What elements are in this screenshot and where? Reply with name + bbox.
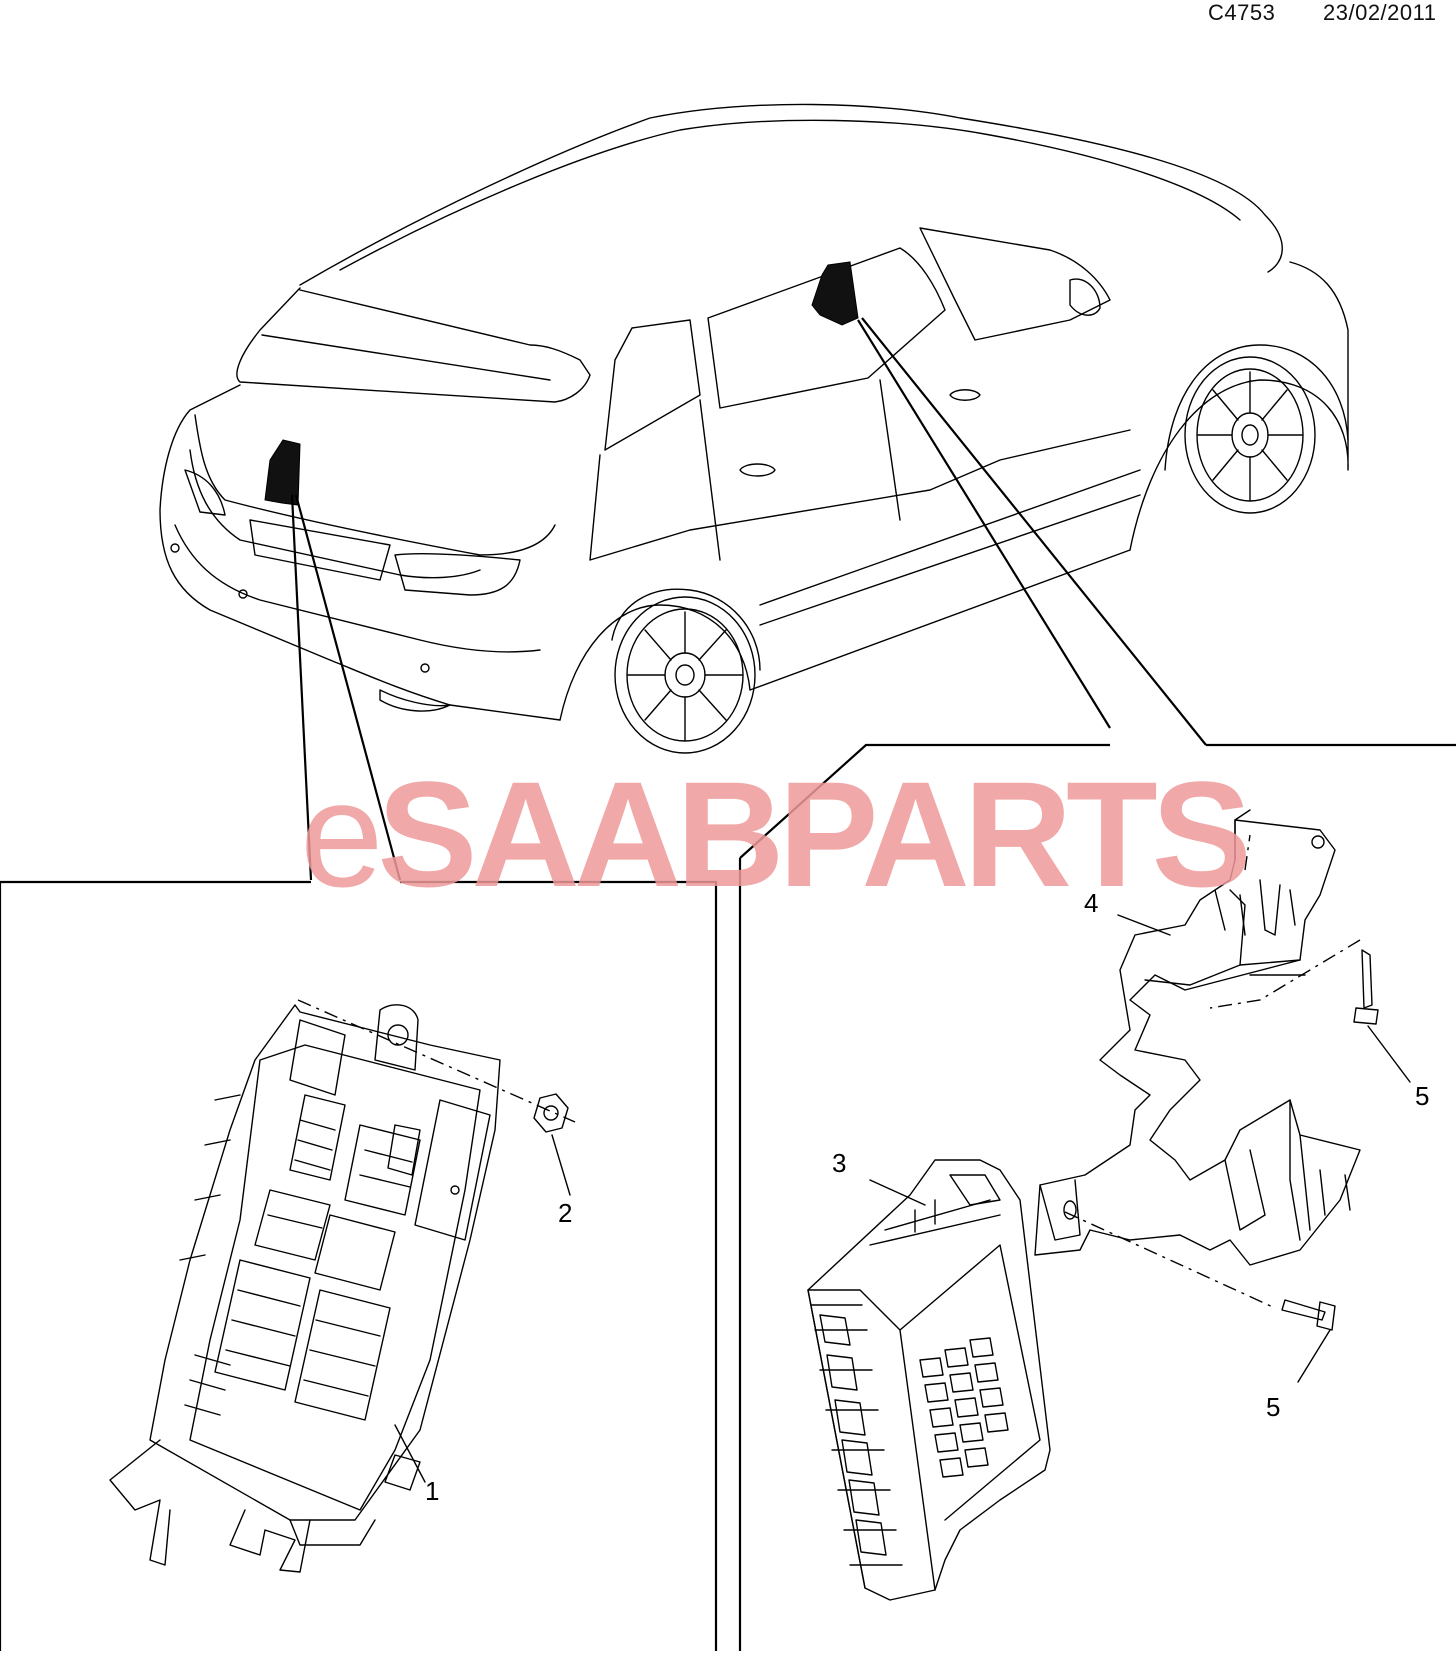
callout-4: 4 bbox=[1084, 888, 1098, 918]
diagram-date: 23/02/2011 bbox=[1323, 0, 1437, 25]
callout-5-lower: 5 bbox=[1266, 1392, 1280, 1422]
side-module-location-marker bbox=[811, 261, 859, 326]
diagram-code: C4753 bbox=[1208, 0, 1276, 25]
fuse-box-detail bbox=[109, 999, 576, 1573]
callout-5-upper: 5 bbox=[1415, 1081, 1429, 1111]
vehicle-illustration bbox=[159, 103, 1349, 754]
callout-3: 3 bbox=[832, 1148, 846, 1178]
control-module-detail bbox=[807, 809, 1411, 1601]
detail-callout-frames bbox=[0, 317, 1456, 1651]
callout-2: 2 bbox=[558, 1198, 572, 1228]
callout-1: 1 bbox=[425, 1476, 439, 1506]
rear-module-location-marker bbox=[264, 439, 301, 506]
